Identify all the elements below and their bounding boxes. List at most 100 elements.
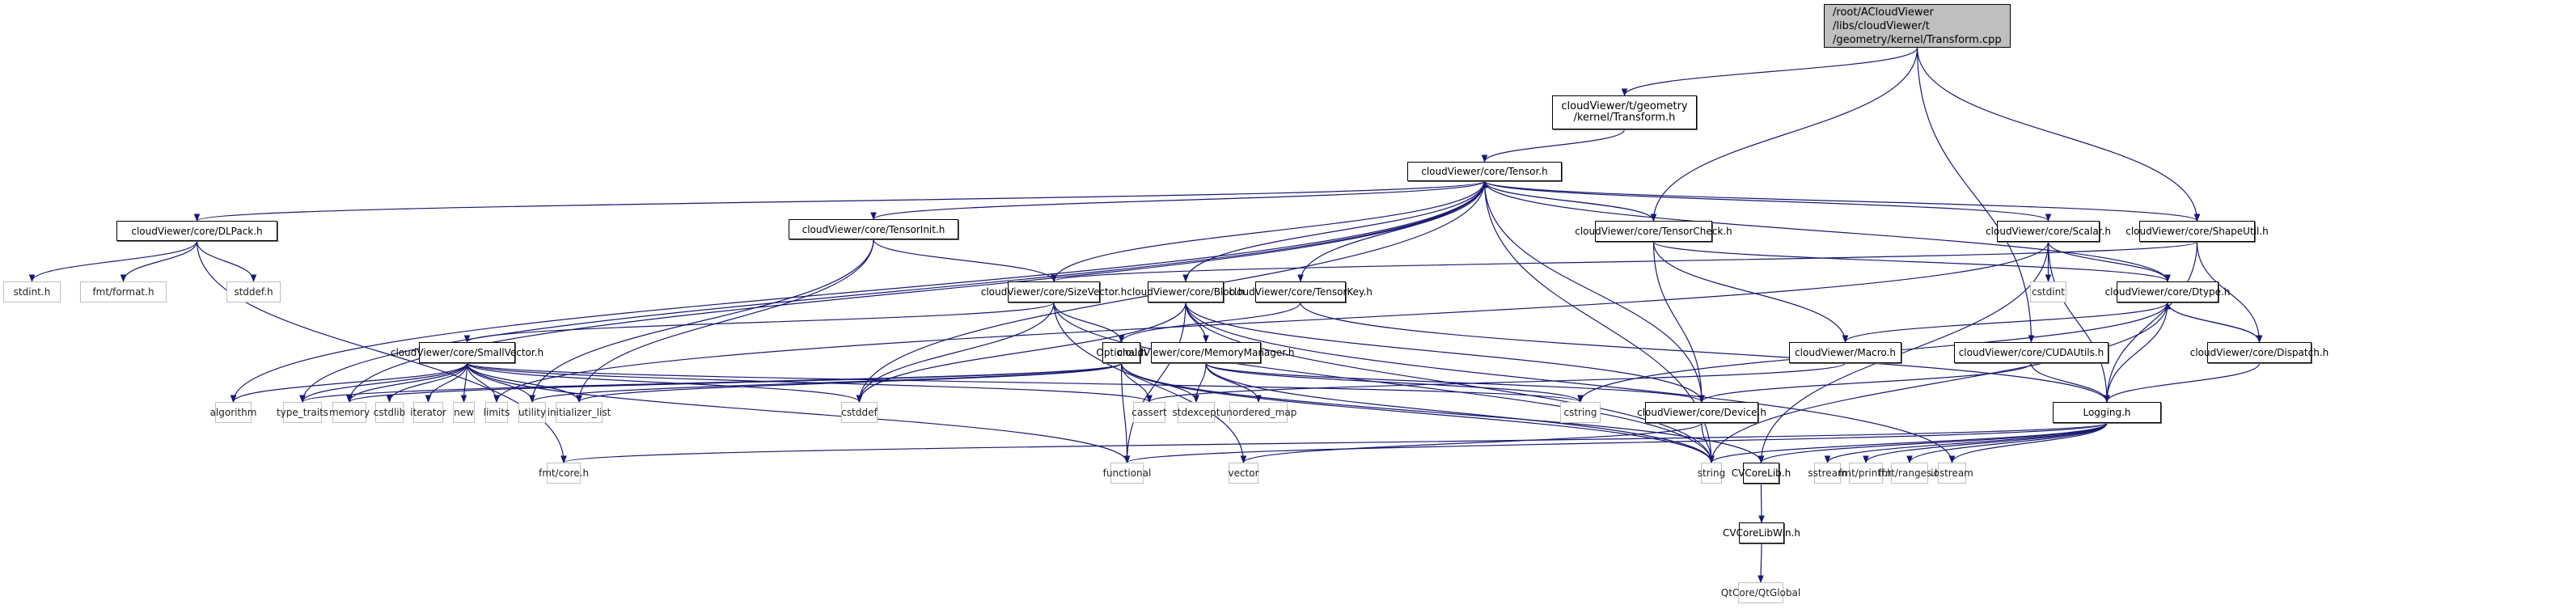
node-dispatch-h[interactable]: cloudViewer/core/Dispatch.h [2190,342,2329,363]
edge-cudautils_h-to-logging_h [2030,362,2110,403]
node-sstream: sstream [1808,463,1847,484]
node-tensorkey-h[interactable]: cloudViewer/core/TensorKey.h [1229,281,1373,302]
edge-blob_h-to-cstddef [856,302,1186,403]
edge-optional_h-to-functional [1120,362,1131,463]
edge-tensorcheck_h-to-device_h [1652,241,1705,403]
edge-logging_h-to-string [1708,422,2108,463]
node-type-traits: type_traits [277,402,328,423]
node-cvcorelibwin-h[interactable]: CVCoreLibWin.h [1723,522,1800,543]
edge-optional_h-to-memory [346,362,1123,403]
node-vector: vector [1228,463,1259,484]
edge-tensorinit_h-to-utility [529,239,874,403]
node-shapeutil-h[interactable]: cloudViewer/core/ShapeUtil.h [2126,221,2269,242]
node-device-h[interactable]: cloudViewer/core/Device.h [1637,402,1766,423]
node-fmt-core-h: fmt/core.h [539,463,589,484]
edge-tensorkey_h-to-optional_h [1118,302,1301,343]
edge-blob_h-to-iostream [1185,302,1956,463]
node-scalar-h[interactable]: cloudViewer/core/Scalar.h [1986,221,2111,242]
node-fmt-printf-h: fmt/printf.h [1838,463,1893,484]
edge-sizevector_h-to-vector [1053,302,1247,463]
node-cstdint: cstdint [2030,281,2066,302]
node-logging-h[interactable]: Logging.h [2053,402,2161,423]
node-cudautils-h[interactable]: cloudViewer/core/CUDAUtils.h [1954,342,2109,363]
edge-smallvector_h-to-initializer_list [466,362,582,403]
node-dlpack-h[interactable]: cloudViewer/core/DLPack.h [116,221,277,241]
node-limits: limits [484,402,510,423]
node-cstdlib: cstdlib [374,402,405,423]
edge-tensorcheck_h-to-tensor_h [1481,180,1655,222]
edge-macro_h-to-cassert [1146,362,1846,403]
node-tensor-h[interactable]: cloudViewer/core/Tensor.h [1407,162,1562,181]
edge-tensor_h-to-blob_h [1182,180,1486,282]
edge-memorymanager_h-to-device_h [1205,362,1705,403]
edge-tensor_h-to-dlpack_h [194,180,1486,222]
node-dtype-h[interactable]: cloudViewer/core/Dtype.h [2105,281,2230,302]
node-blob-h[interactable]: cloudViewer/core/Blob.h [1127,281,1245,302]
edge-smallvector_h-to-cstring [466,362,1584,403]
edge-smallvector_h-to-cassert [466,362,1153,403]
node-cstddef: cstddef [841,402,878,423]
edge-optional_h-to-initializer_list [576,362,1123,403]
node-macro-h[interactable]: cloudViewer/Macro.h [1789,342,1901,363]
edge-optional_h-to-string [1120,362,1715,463]
node-functional: functional [1103,463,1151,484]
node-fmt-format-h: fmt/format.h [80,281,167,302]
node-stdint-h: stdint.h [3,281,61,302]
node-unordered-map: unordered_map [1220,402,1296,423]
edge-sizevector_h-to-string [1053,302,1715,463]
edge-smallvector_h-to-cstddef [466,362,863,403]
node-cstring: cstring [1560,402,1601,423]
node-iterator: iterator [410,402,446,423]
edge-memorymanager_h-to-string [1205,362,1715,463]
edge-smallvector_h-to-memory [346,362,468,403]
edge-logging_h-to-fmt_printf_h [1863,422,2108,463]
edge-logging_h-to-fmt_ranges_h [1906,422,2108,463]
node-algorithm: algorithm [210,402,256,423]
node-transform-h[interactable]: cloudViewer/t/geometry /kernel/Transform… [1552,95,1697,129]
node-tensorinit-h[interactable]: cloudViewer/core/TensorInit.h [789,219,958,239]
edge-dlpack_h-to-fmt_format_h [120,240,198,282]
node-cassert: cassert [1131,402,1167,423]
edge-scalar_h-to-limits [493,241,2049,403]
edge-sizevector_h-to-optional_h [1053,302,1125,343]
node-sizevector-h[interactable]: cloudViewer/core/SizeVector.h [981,281,1127,302]
node-optional-h[interactable]: Optional.h [1096,342,1147,363]
edge-dlpack_h-to-stdint_h [28,240,198,282]
edge-smallvector_h-to-limits [466,362,500,403]
edge-shapeutil_h-to-dispatch_h [2196,241,2263,343]
edge-transform_h-to-tensor_h [1481,129,1626,163]
edge-tensorcheck_h-to-macro_h [1652,241,1849,343]
edge-tensor_h-to-type_traits [299,180,1486,403]
node-initializer-list: initializer_list [548,402,611,423]
edge-memorymanager_h-to-cstring [1205,362,1584,403]
node-smallvector-h[interactable]: cloudViewer/core/SmallVector.h [391,342,544,363]
edge-logging_h-to-sstream [1824,422,2108,463]
node-stddef-h: stddef.h [226,281,281,302]
edge-tensor_h-to-dtype_h [1483,180,2171,282]
node-cvcorelib-h[interactable]: CVCoreLib.h [1732,463,1791,484]
edge-root-to-transform_h [1621,47,1918,96]
edge-smallvector_h-to-type_traits [299,362,468,403]
edge-tensor_h-to-memory [346,180,1486,403]
edge-sizevector_h-to-smallvector_h [463,302,1055,343]
edge-tensor_h-to-device_h [1483,180,1705,403]
edge-optional_h-to-cvcorelib_h [1120,362,1765,463]
edge-shapeutil_h-to-logging_h [2104,241,2198,403]
edge-smallvector_h-to-iterator [425,362,468,403]
node-tensorcheck-h[interactable]: cloudViewer/core/TensorCheck.h [1575,221,1732,242]
edge-tensor_h-to-algorithm [230,180,1486,403]
node-memorymanager-h[interactable]: cloudViewer/core/MemoryManager.h [1117,342,1295,363]
edge-tensorinit_h-to-initializer_list [576,239,874,403]
node-root-transform-cpp: /root/ACloudViewer /libs/cloudViewer/t /… [1824,4,2011,48]
node-iostream: iostream [1931,463,1973,484]
edge-logging_h-to-iostream [1948,422,2108,463]
edge-blob_h-to-device_h [1185,302,1705,403]
node-fmt-ranges-h: fmt/ranges.h [1878,463,1941,484]
edge-dlpack_h-to-stddef_h [196,240,257,282]
edge-tensor_h-to-tensorkey_h [1297,180,1486,282]
edge-logging_h-to-cvcorelib_h [1758,422,2108,463]
node-memory: memory [329,402,370,423]
edge-tensor_h-to-scalar_h [1483,180,2052,222]
edge-root-to-shapeutil_h [1916,47,2201,222]
